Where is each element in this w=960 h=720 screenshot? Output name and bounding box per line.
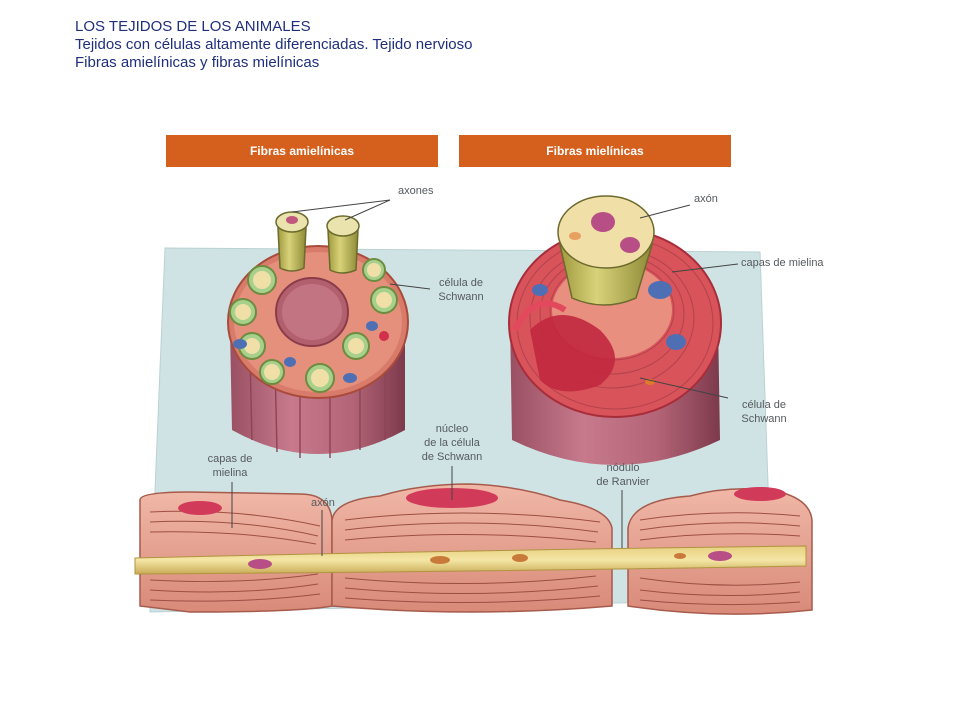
label-myelin-layers-bottom: capas de mielina (198, 452, 262, 480)
header-unmyelinated-fibers: Fibras amielínicas (166, 135, 438, 167)
label-schwann-left-line1: célula de (438, 277, 484, 289)
label-schwann-right-line1: célula de (741, 399, 787, 411)
label-schwann-nucleus: núcleo de la célula de Schwann (412, 422, 492, 464)
title-line-2: Tejidos con células altamente diferencia… (75, 36, 473, 53)
label-myelin-bottom-line1: capas de (207, 453, 253, 465)
label-schwann-cell-left: célula de Schwann (430, 276, 492, 304)
title-line-1: LOS TEJIDOS DE LOS ANIMALES (75, 18, 311, 35)
header-myelinated-fibers: Fibras mielínicas (459, 135, 731, 167)
label-schwann-left-line2: Schwann (438, 291, 484, 303)
label-node-line1: nódulo (606, 462, 640, 474)
label-nucleus-line3: de Schwann (421, 451, 483, 463)
label-nucleus-line1: núcleo (435, 423, 469, 435)
label-axon-bottom: axón (311, 497, 335, 509)
label-schwann-cell-right: célula de Schwann (732, 398, 796, 426)
label-axones: axones (398, 185, 434, 197)
title-line-3: Fibras amielínicas y fibras mielínicas (75, 54, 320, 71)
label-node-of-ranvier: nódulo de Ranvier (588, 461, 658, 489)
unmyelinated-bundle (227, 211, 409, 458)
label-schwann-right-line2: Schwann (741, 413, 787, 425)
label-nucleus-line2: de la célula (424, 437, 480, 449)
title-block: LOS TEJIDOS DE LOS ANIMALES Tejidos con … (75, 18, 472, 72)
longitudinal-fiber (134, 483, 813, 615)
label-myelin-bottom-line2: mielina (212, 467, 248, 479)
label-myelin-layers-top: capas de mielina (741, 257, 824, 269)
label-node-line2: de Ranvier (596, 476, 650, 488)
label-axon-top: axón (694, 193, 718, 205)
leader-lines (231, 199, 739, 556)
myelinated-fiber (508, 195, 722, 465)
